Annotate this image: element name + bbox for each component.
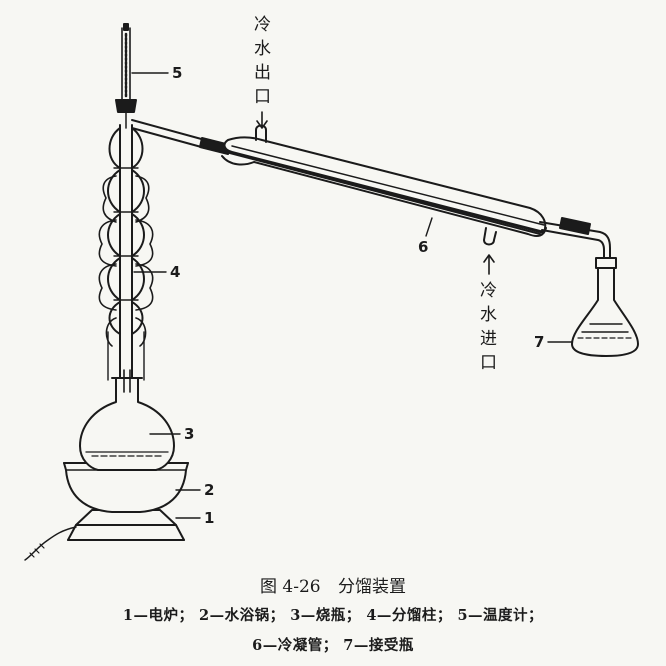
svg-text:水: 水 bbox=[254, 39, 271, 59]
fractional-distillation-diagram: 5 4 3 2 1 6 7 冷 水 出 口 冷 水 进 口 bbox=[24, 15, 639, 561]
svg-text:进: 进 bbox=[480, 329, 497, 349]
svg-text:口: 口 bbox=[480, 353, 497, 373]
water-out-arrow bbox=[256, 111, 268, 129]
figure-caption: 图 4-26 分馏装置 bbox=[0, 572, 666, 597]
thermometer bbox=[115, 23, 137, 129]
callout-5: 5 bbox=[172, 64, 182, 82]
svg-text:口: 口 bbox=[254, 87, 271, 107]
receiver-flask bbox=[571, 257, 639, 357]
svg-text:水: 水 bbox=[480, 305, 497, 325]
water-in-label: 冷 水 进 口 bbox=[480, 281, 497, 373]
figure-legend-line-1: 1—电炉； 2—水浴锅； 3—烧瓶； 4—分馏柱； 5—温度计； bbox=[122, 607, 544, 624]
callout-4: 4 bbox=[170, 263, 180, 281]
callout-2: 2 bbox=[204, 481, 214, 499]
callout-7: 7 bbox=[534, 333, 544, 351]
svg-text:冷: 冷 bbox=[480, 281, 497, 301]
electric-stove bbox=[24, 509, 185, 561]
figure-title: 分馏装置 bbox=[338, 577, 406, 597]
callout-1: 1 bbox=[204, 509, 214, 527]
figure-legend-line-2: 6—冷凝管； 7—接受瓶 bbox=[252, 637, 414, 654]
callout-leaders bbox=[131, 72, 573, 519]
svg-text:冷: 冷 bbox=[254, 15, 271, 35]
svg-text:出: 出 bbox=[254, 63, 271, 83]
water-in-arrow bbox=[483, 254, 495, 275]
condenser bbox=[221, 124, 611, 263]
figure-number: 图 4-26 bbox=[259, 577, 321, 597]
callout-6: 6 bbox=[418, 238, 428, 256]
callout-3: 3 bbox=[184, 425, 194, 443]
vapor-side-arm bbox=[131, 119, 231, 155]
fractionating-column bbox=[98, 124, 154, 381]
water-out-label: 冷 水 出 口 bbox=[254, 15, 271, 107]
round-bottom-flask bbox=[79, 369, 175, 471]
